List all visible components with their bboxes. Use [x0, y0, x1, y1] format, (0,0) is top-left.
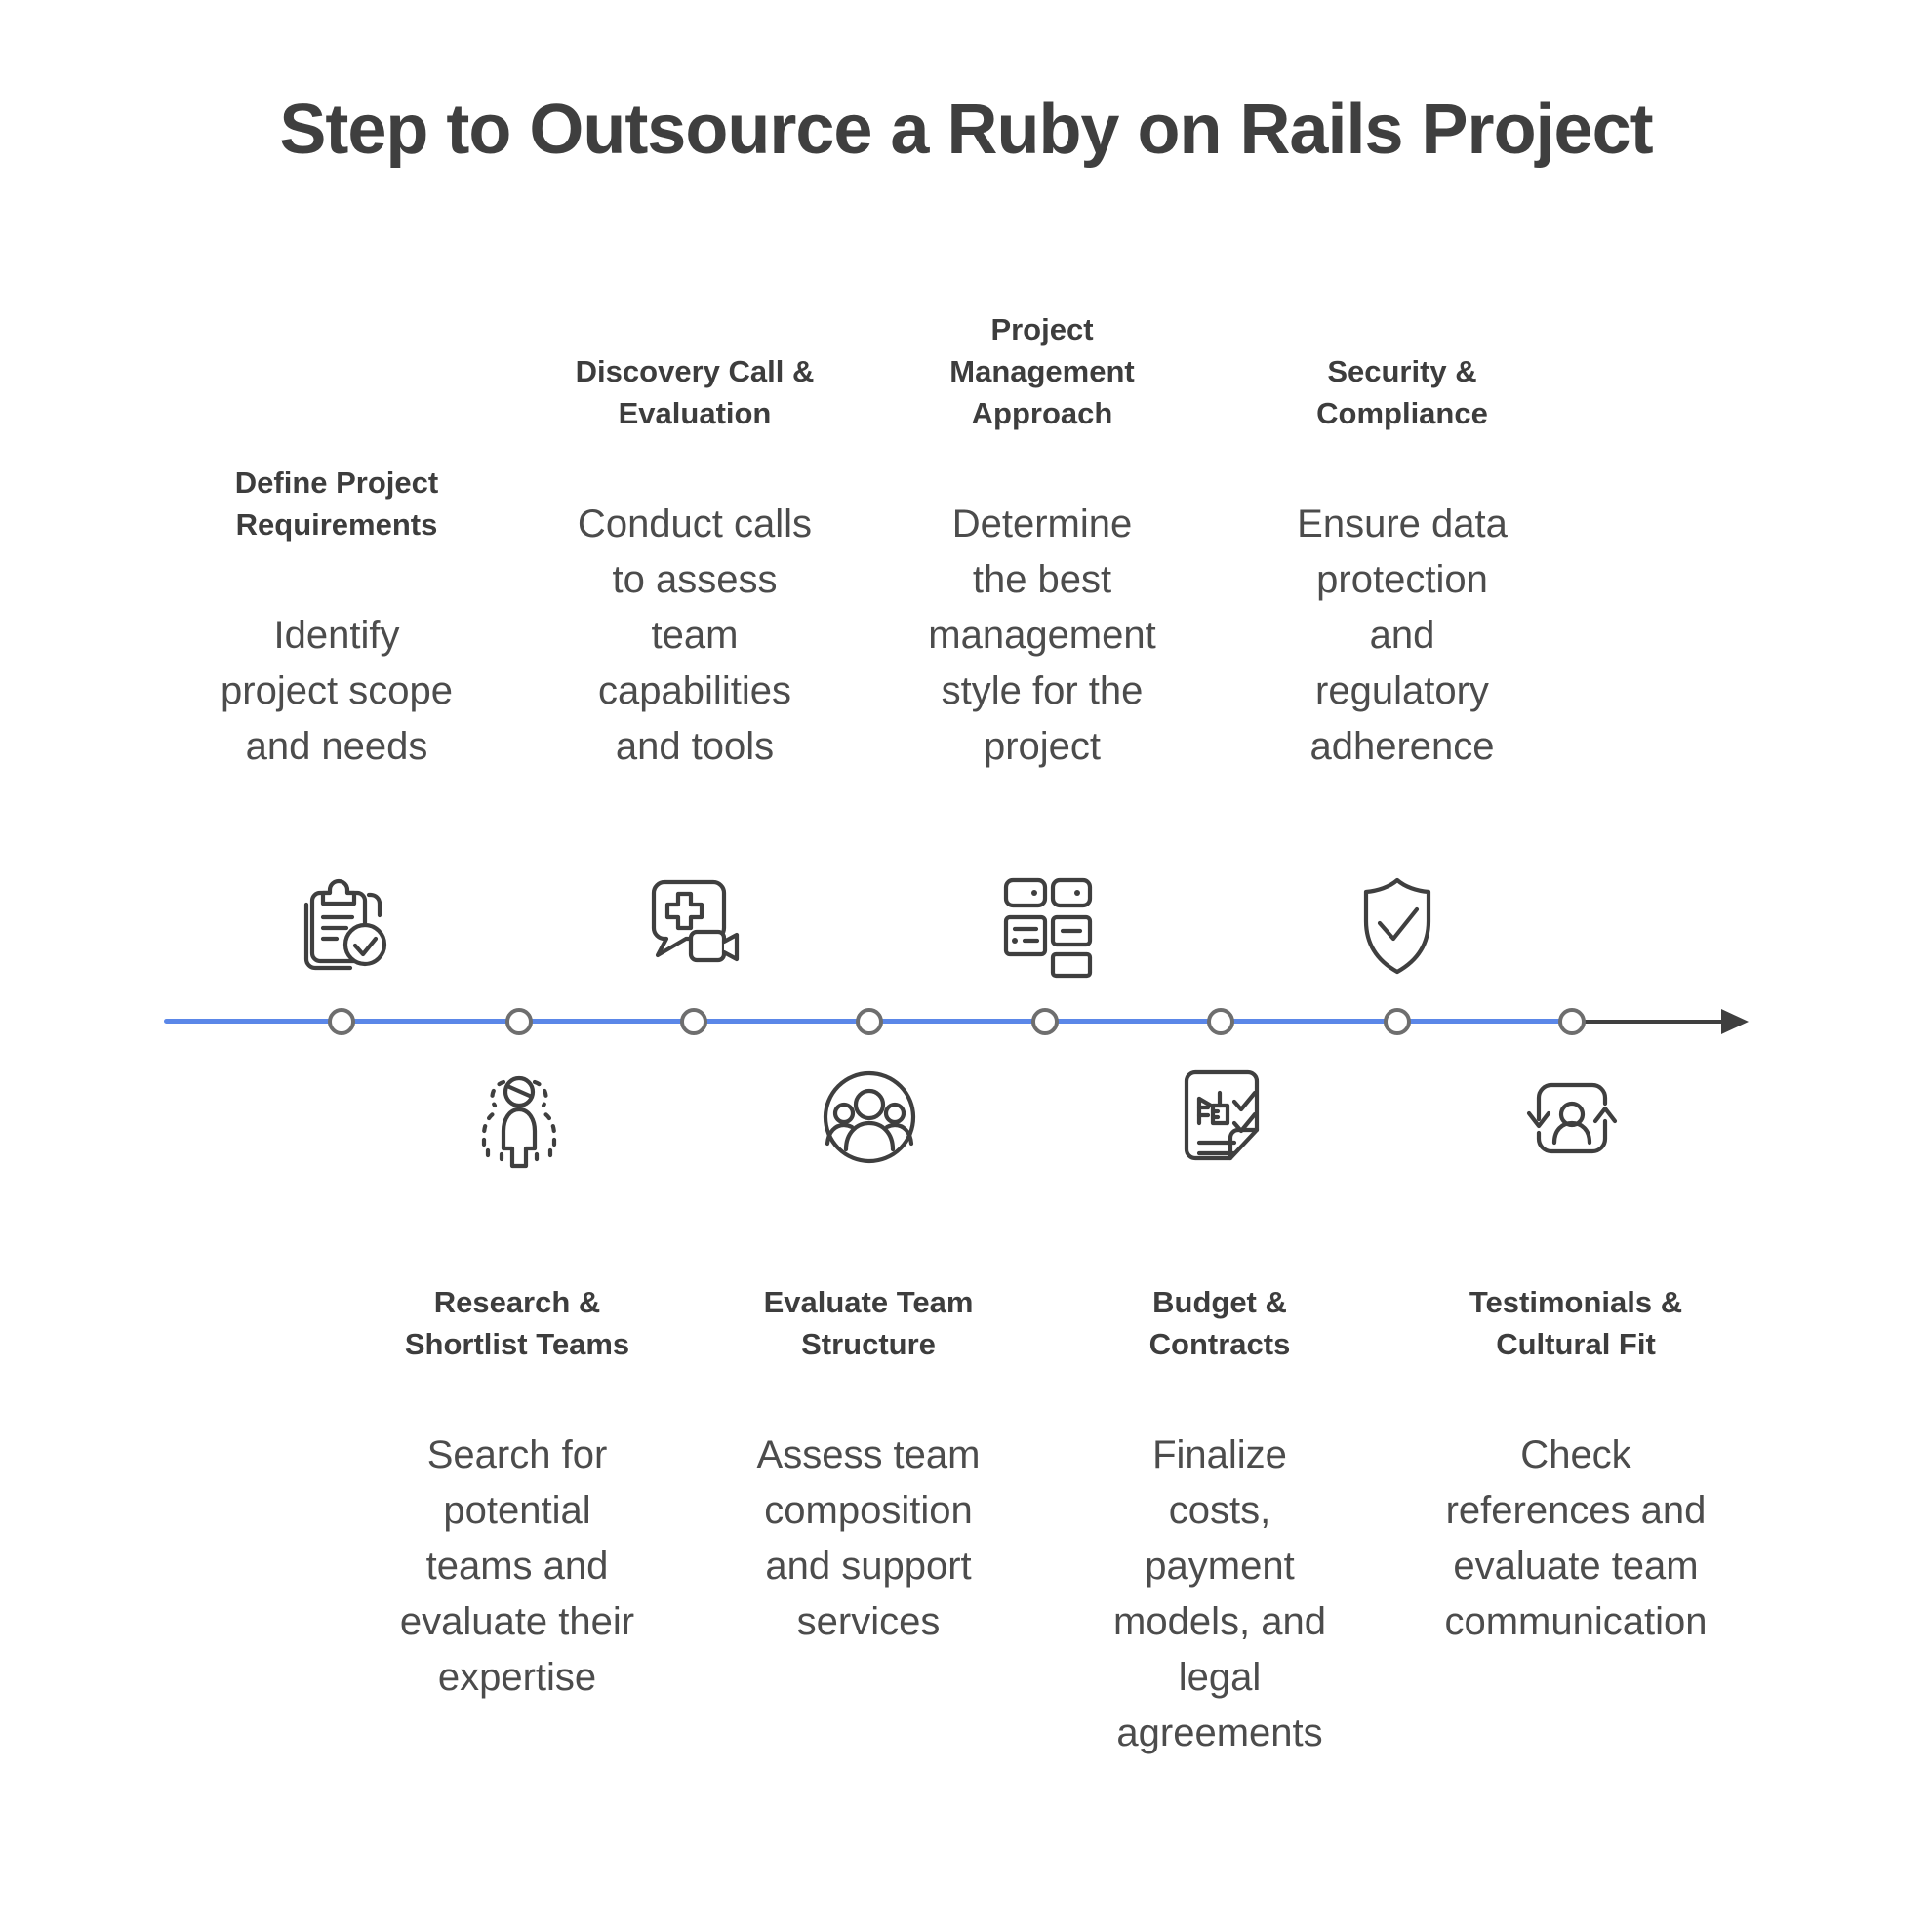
timeline-arrow-line: [1572, 1020, 1726, 1024]
step-heading: Define Project Requirements: [234, 465, 439, 542]
step-body: Determine the best management style for …: [928, 503, 1156, 768]
step-heading: Research & Shortlist Teams: [404, 1285, 630, 1361]
step-body: Conduct calls to assess team capabilitie…: [577, 503, 813, 768]
step-body: Identify project scope and needs: [221, 614, 453, 768]
team-shortlist-icon: [481, 1075, 557, 1169]
step-body: Ensure data protection and regulatory ad…: [1297, 503, 1508, 768]
timeline-node-6: [1207, 1008, 1234, 1035]
timeline-node-1: [328, 1008, 355, 1035]
step-research-shortlist-teams: Research & Shortlist Teams Search for po…: [400, 1264, 634, 1723]
timeline-node-7: [1384, 1008, 1411, 1035]
step-discovery-call-evaluation: Discovery Call & Evaluation Conduct call…: [576, 333, 815, 792]
step-body: Search for potential teams and evaluate …: [399, 1433, 635, 1699]
kanban-board-icon: [1003, 877, 1093, 979]
clipboard-check-icon: [303, 878, 387, 971]
contract-checklist-icon: [1184, 1069, 1260, 1161]
step-body: Assess team composition and support serv…: [756, 1433, 981, 1643]
step-evaluate-team-structure: Evaluate Team Structure Assess team comp…: [757, 1264, 981, 1668]
step-heading: Project Management Approach: [949, 312, 1135, 430]
step-project-management-approach: Project Management Approach Determine th…: [928, 291, 1155, 792]
step-heading: Testimonials & Cultural Fit: [1469, 1285, 1683, 1361]
timeline-node-3: [680, 1008, 707, 1035]
step-testimonials-cultural-fit: Testimonials & Cultural Fit Check refere…: [1444, 1264, 1707, 1668]
step-heading: Discovery Call & Evaluation: [575, 354, 815, 430]
step-define-project-requirements: Define Project Requirements Identify pro…: [221, 444, 453, 792]
step-body: Check references and evaluate team commu…: [1444, 1433, 1708, 1643]
team-circle-icon: [823, 1070, 916, 1164]
shield-check-icon: [1363, 877, 1431, 975]
person-sync-icon: [1526, 1082, 1618, 1154]
step-heading: Evaluate Team Structure: [763, 1285, 974, 1361]
step-body: Finalize costs, payment models, and lega…: [1113, 1433, 1326, 1754]
timeline-node-4: [856, 1008, 883, 1035]
step-budget-contracts: Budget & Contracts Finalize costs, payme…: [1113, 1264, 1326, 1779]
chat-video-icon: [651, 879, 740, 963]
step-heading: Security & Compliance: [1316, 354, 1488, 430]
page-title: Step to Outsource a Ruby on Rails Projec…: [279, 91, 1653, 169]
timeline-arrowhead-icon: [1721, 1009, 1749, 1034]
timeline-node-5: [1031, 1008, 1059, 1035]
step-security-compliance: Security & Compliance Ensure data protec…: [1297, 333, 1508, 792]
timeline-node-8: [1558, 1008, 1586, 1035]
step-heading: Budget & Contracts: [1148, 1285, 1291, 1361]
timeline-node-2: [505, 1008, 533, 1035]
